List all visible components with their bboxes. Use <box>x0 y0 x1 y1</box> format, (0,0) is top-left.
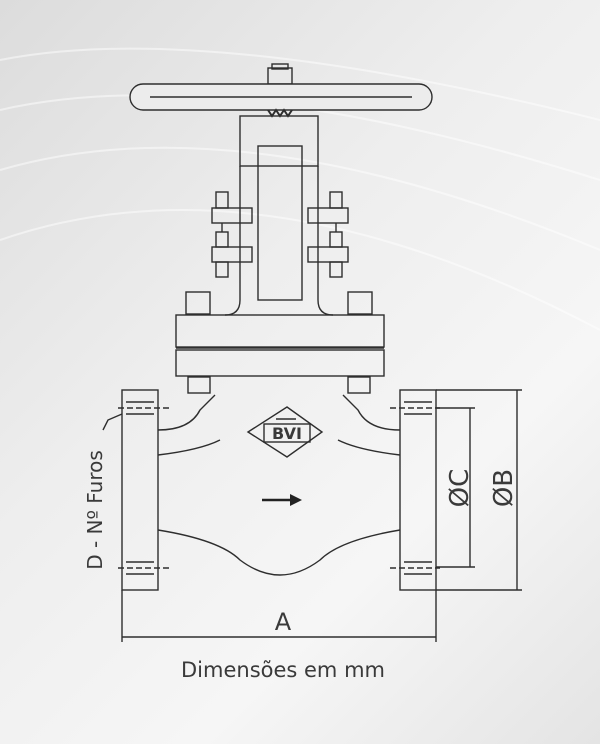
dimension-d: D - Nº Furos <box>83 413 123 570</box>
caption: Dimensões em mm <box>181 658 385 682</box>
dimension-a: A <box>121 590 437 642</box>
dimension-a-label: A <box>275 608 292 636</box>
yoke-bolts-right <box>307 191 349 278</box>
dimension-c: ØC <box>436 407 475 568</box>
valve-body <box>118 389 440 591</box>
bonnet <box>175 291 385 394</box>
dimension-c-label: ØC <box>445 469 475 508</box>
dimension-b: ØB <box>436 389 522 591</box>
logo-text: BVI <box>272 424 302 443</box>
handwheel <box>129 63 433 118</box>
background-swooshes <box>0 47 600 331</box>
dimension-d-label: D - Nº Furos <box>83 450 107 570</box>
bvi-logo: BVI <box>246 406 324 458</box>
yoke <box>211 115 349 316</box>
yoke-bolts-left <box>211 191 253 278</box>
dimension-b-label: ØB <box>489 469 519 507</box>
flow-arrow-icon <box>262 494 302 506</box>
